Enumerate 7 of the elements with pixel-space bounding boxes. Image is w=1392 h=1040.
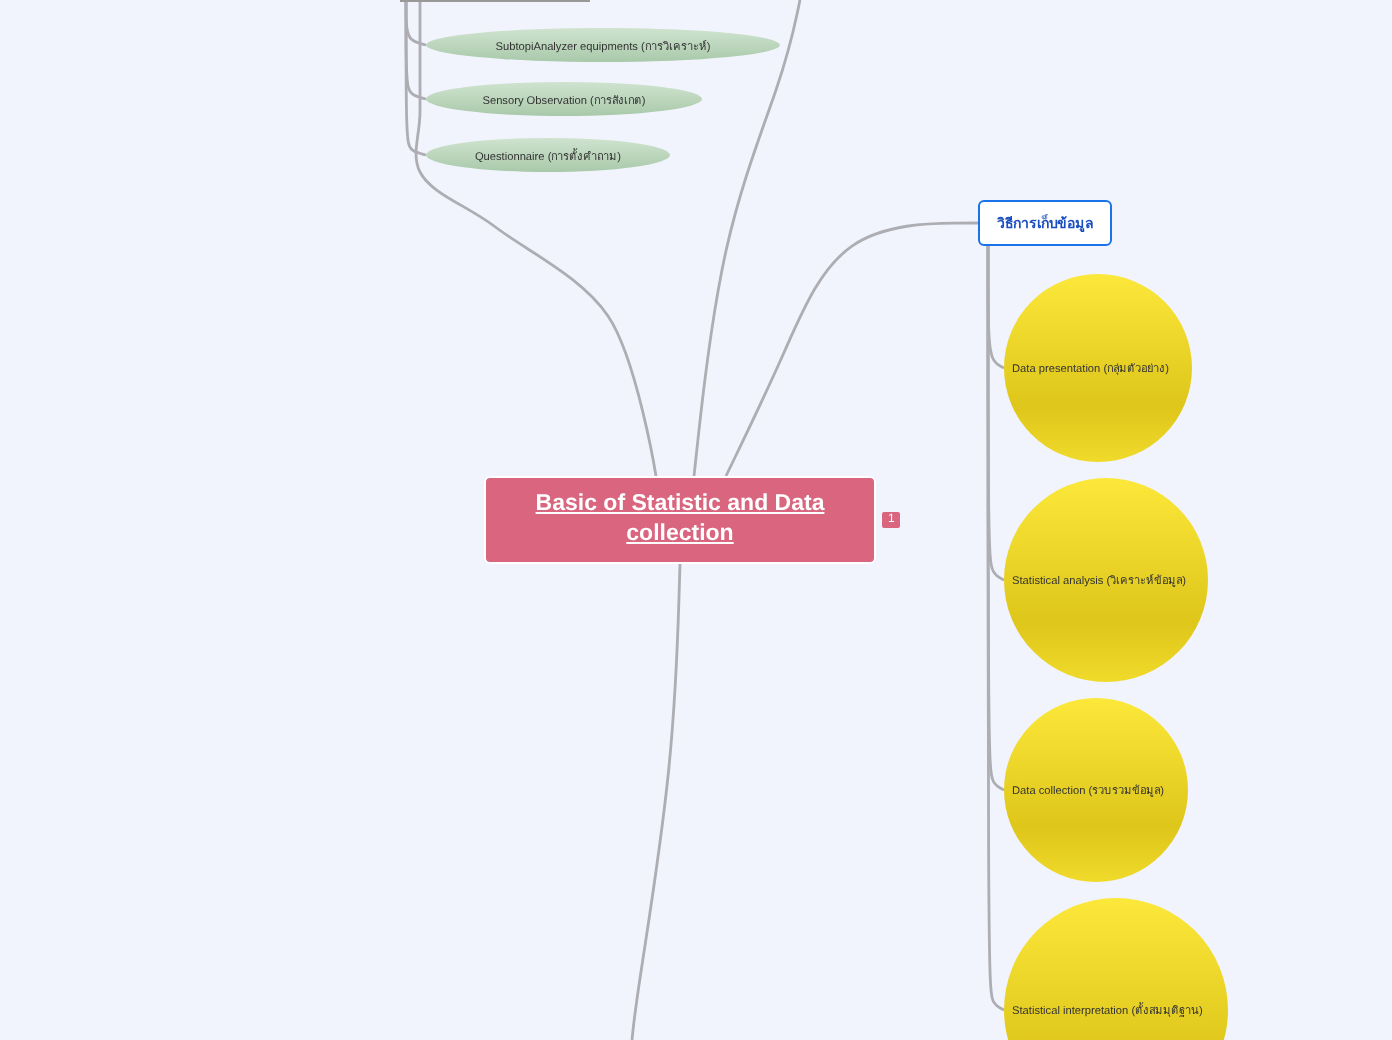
connector-line bbox=[724, 221, 978, 477]
connector-line bbox=[986, 246, 1005, 1012]
connector-line bbox=[630, 563, 682, 1040]
central-topic-box: Basic of Statistic and Data collection bbox=[484, 476, 876, 564]
connector-line bbox=[414, 2, 658, 477]
connector-line bbox=[692, 0, 802, 477]
connector-line bbox=[404, 2, 427, 157]
